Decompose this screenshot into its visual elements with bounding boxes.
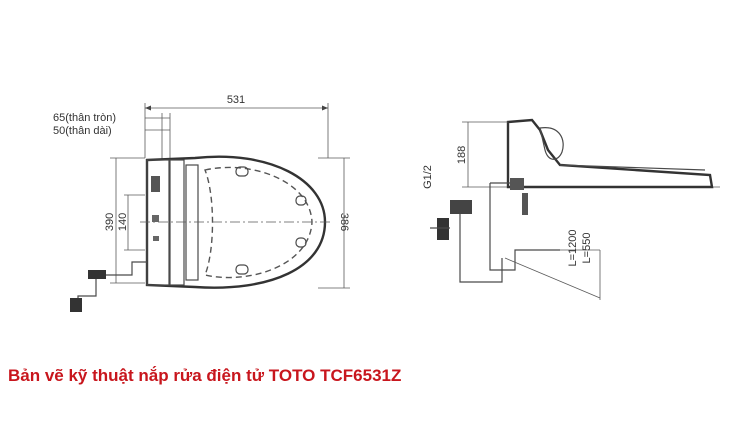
bumper-right-top xyxy=(295,195,307,206)
side-body xyxy=(506,118,714,189)
dim-l-leader xyxy=(504,257,601,299)
dim-386-label: 386 xyxy=(338,213,350,231)
hinge-block xyxy=(169,159,185,286)
side-fitting xyxy=(522,193,528,215)
bumper-right-bottom xyxy=(295,237,307,248)
side-lid-hinge xyxy=(539,127,564,160)
seat-opening xyxy=(204,166,313,279)
control-buttons xyxy=(151,176,160,192)
dim-140-label: 140 xyxy=(117,213,129,231)
hose-long-label: L=1200 xyxy=(567,229,579,266)
side-connector xyxy=(510,178,524,190)
side-seat-edge xyxy=(559,164,706,171)
caption: Bản vẽ kỹ thuật nắp rửa điện tử TOTO TCF… xyxy=(8,366,402,385)
dim-188-label: 188 xyxy=(456,146,468,164)
cord-clip xyxy=(88,270,106,279)
stop-valve xyxy=(450,200,472,214)
dim-65-label: 65(thân tròn) xyxy=(53,112,116,124)
control-indicator xyxy=(152,215,159,222)
side-hose-long xyxy=(459,210,503,283)
dim-390-label: 390 xyxy=(104,213,116,231)
control-indicator-2 xyxy=(153,236,159,241)
valve-handle xyxy=(437,218,449,240)
side-hose-short xyxy=(489,183,560,271)
side-view: 188 G1/2 L=1200 L=550 xyxy=(422,118,720,300)
bumper-top xyxy=(235,166,249,177)
hose-short-label: L=550 xyxy=(581,233,593,264)
dim-531-label: 531 xyxy=(227,94,245,106)
connector-label: G1/2 xyxy=(422,165,434,189)
hinge-plate xyxy=(185,164,199,281)
power-cord xyxy=(105,261,147,276)
top-view: 531 65(thân tròn) 50(thân dài) 390 140 3… xyxy=(53,94,350,312)
dim-50-label: 50(thân dài) xyxy=(53,125,112,137)
bumper-bottom xyxy=(235,264,249,275)
control-body xyxy=(146,159,170,286)
power-plug xyxy=(70,298,82,312)
